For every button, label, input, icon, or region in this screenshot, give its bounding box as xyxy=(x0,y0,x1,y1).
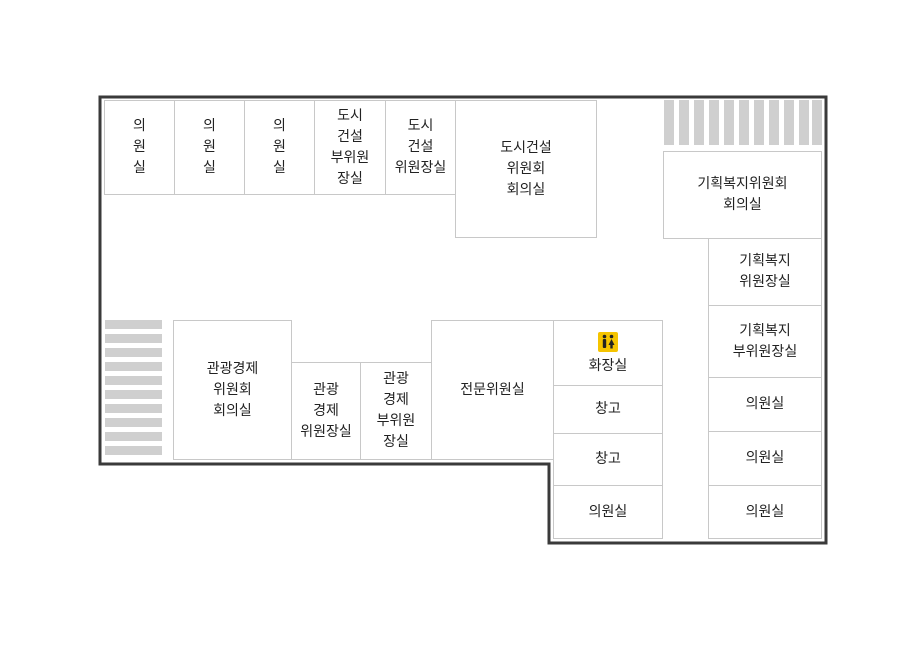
room-assembly-office-3[interactable]: 의 원 실 xyxy=(244,100,315,195)
room-label: 창고 xyxy=(595,401,621,417)
room-planning-meeting[interactable]: 기획복지위원회 회의실 xyxy=(663,151,822,239)
room-label: 도시 건설 부위원 장실 xyxy=(330,107,370,187)
room-storage-2[interactable]: 창고 xyxy=(553,433,663,486)
room-label: 창고 xyxy=(595,451,621,467)
room-label: 의 원 실 xyxy=(133,118,146,176)
room-urban-chair[interactable]: 도시 건설 위원장실 xyxy=(385,100,456,195)
room-label: 기획복지 위원장실 xyxy=(739,253,791,290)
restroom-icon xyxy=(598,332,618,352)
room-label: 의원실 xyxy=(745,450,785,466)
room-assembly-office-2[interactable]: 의 원 실 xyxy=(174,100,245,195)
room-label: 의 원 실 xyxy=(203,118,216,176)
room-label: 기획복지 부위원장실 xyxy=(732,322,798,360)
room-storage-1[interactable]: 창고 xyxy=(553,385,663,434)
room-label: 의원실 xyxy=(745,503,785,520)
room-label: 의 원 실 xyxy=(273,118,286,176)
room-label: 의원실 xyxy=(588,503,628,520)
building-outline xyxy=(98,95,828,545)
room-expert-committee[interactable]: 전문위원실 xyxy=(431,320,554,460)
room-label: 화장실 xyxy=(588,357,628,374)
room-label: 도시 건설 위원장실 xyxy=(394,118,447,176)
room-label: 의원실 xyxy=(745,396,785,412)
room-planning-vice-chair[interactable]: 기획복지 부위원장실 xyxy=(708,305,822,378)
room-label: 전문위원실 xyxy=(460,381,525,398)
stairs-top-right xyxy=(664,100,822,145)
room-label: 관광 경제 위원장실 xyxy=(300,381,352,440)
room-label: 도시건설 위원회 회의실 xyxy=(500,139,552,198)
room-assembly-office-7[interactable]: 의원실 xyxy=(553,485,663,539)
room-label: 기획복지위원회 회의실 xyxy=(697,176,788,213)
room-label: 관광 경제 부위원 장실 xyxy=(376,371,416,450)
room-tourism-vice-chair[interactable]: 관광 경제 부위원 장실 xyxy=(360,362,432,460)
stairs-left xyxy=(105,320,162,455)
room-planning-chair[interactable]: 기획복지 위원장실 xyxy=(708,238,822,306)
room-assembly-office-4[interactable]: 의원실 xyxy=(708,377,822,432)
room-assembly-office-1[interactable]: 의 원 실 xyxy=(104,100,175,195)
room-assembly-office-5[interactable]: 의원실 xyxy=(708,431,822,486)
room-restroom[interactable]: 화장실 xyxy=(553,320,663,386)
room-urban-meeting[interactable]: 도시건설 위원회 회의실 xyxy=(455,100,597,238)
room-urban-vice-chair[interactable]: 도시 건설 부위원 장실 xyxy=(314,100,386,195)
room-tourism-meeting[interactable]: 관광경제 위원회 회의실 xyxy=(173,320,292,460)
room-tourism-chair[interactable]: 관광 경제 위원장실 xyxy=(291,362,361,460)
room-assembly-office-6[interactable]: 의원실 xyxy=(708,485,822,539)
room-label: 관광경제 위원회 회의실 xyxy=(206,360,259,419)
